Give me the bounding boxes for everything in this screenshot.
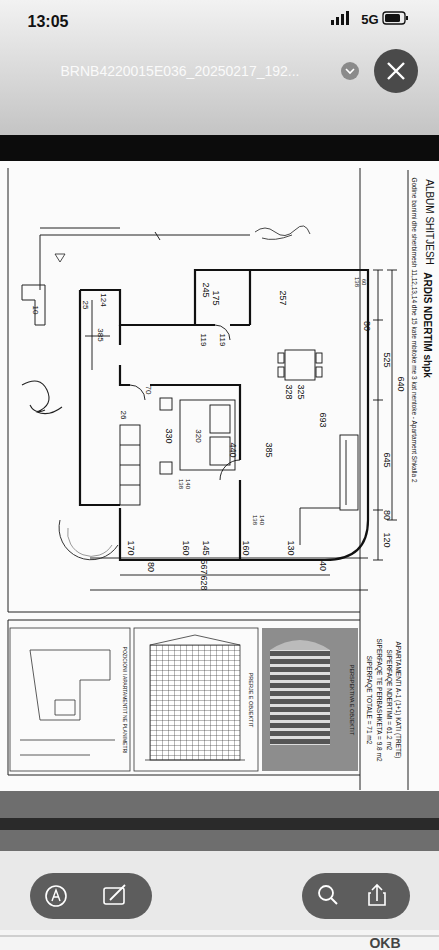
dimension: 628 — [199, 575, 208, 590]
dimension: 40 — [318, 561, 327, 571]
dimension: 25 — [81, 301, 89, 310]
dimension: 257 — [278, 290, 287, 305]
dimension: 645 — [382, 452, 391, 467]
dimension: 325 — [296, 384, 305, 399]
dimension: 175 — [211, 290, 220, 305]
dimension: 138 — [252, 515, 258, 525]
project-description: Godine banimi dhe sherbimesh 11,12,13,14… — [411, 177, 418, 482]
dimension: 693 — [318, 412, 327, 427]
album-title: ALBUM SHITJESH — [424, 179, 434, 265]
dimension: 138 — [178, 479, 184, 489]
dimension: 160 — [181, 540, 190, 555]
status-time: 13:05 — [28, 14, 69, 30]
dimension: 70 — [144, 386, 152, 395]
dimension: 385 — [96, 328, 104, 341]
panel-caption: POZICIONI I APARTAMENTIT NE PLANIMETRI — [122, 647, 127, 754]
dimension: 138 — [354, 277, 360, 287]
dimension: 130 — [286, 540, 295, 555]
dimension: 140 — [185, 479, 191, 489]
dimension: 245 — [201, 282, 210, 297]
dimension: 320 — [194, 429, 202, 442]
panel-caption: PERSPEKTIVA E OBJEKTIT — [348, 665, 354, 736]
scan-fragment: OKB — [369, 936, 400, 950]
dimension: 119 — [218, 334, 226, 347]
dimension: 119 — [199, 334, 207, 347]
dimension: 567 — [199, 559, 208, 574]
dimension: 385 — [264, 442, 273, 457]
dimension: 80 — [362, 321, 371, 331]
dimension: 328 — [284, 384, 293, 399]
dimension: 26 — [119, 411, 127, 420]
dimension: 140 — [259, 515, 265, 525]
dimension: 330 — [164, 428, 173, 443]
file-name: BRNB4220015E036_20250217_192... — [61, 64, 300, 78]
company-name: ARDIS NDERTIM shpk — [422, 272, 432, 378]
dimension: 170 — [126, 540, 135, 555]
dimension: 124 — [99, 293, 107, 306]
panel-caption: PRERJE E OBJEKTIT — [247, 673, 253, 728]
dimension: 120 — [382, 532, 391, 547]
apartment-info: SIPERFAQE TOTALE = 71 m2 — [366, 656, 373, 745]
dimension: 10 — [31, 306, 39, 315]
dimension: 60 — [361, 279, 367, 286]
dimension: 640 — [396, 376, 405, 391]
status-network: 5G — [361, 13, 378, 26]
apartment-info: SIPERFAQE TE PERBASHKETA = 9.8 m2 — [376, 638, 383, 761]
dimension: 160 — [241, 540, 250, 555]
dimension: 525 — [382, 352, 391, 367]
dimension: 80 — [382, 510, 391, 520]
apartment-info: SIPERFAQE NDERTIMI = 61.2 m2 — [386, 650, 393, 751]
apartment-info: APARTAMENTI A-1 (1+1) KATI (TRETE) — [395, 641, 402, 758]
dimension: 145 — [201, 540, 210, 555]
dimension: 440 — [228, 442, 237, 457]
dimension: 80 — [146, 562, 155, 572]
